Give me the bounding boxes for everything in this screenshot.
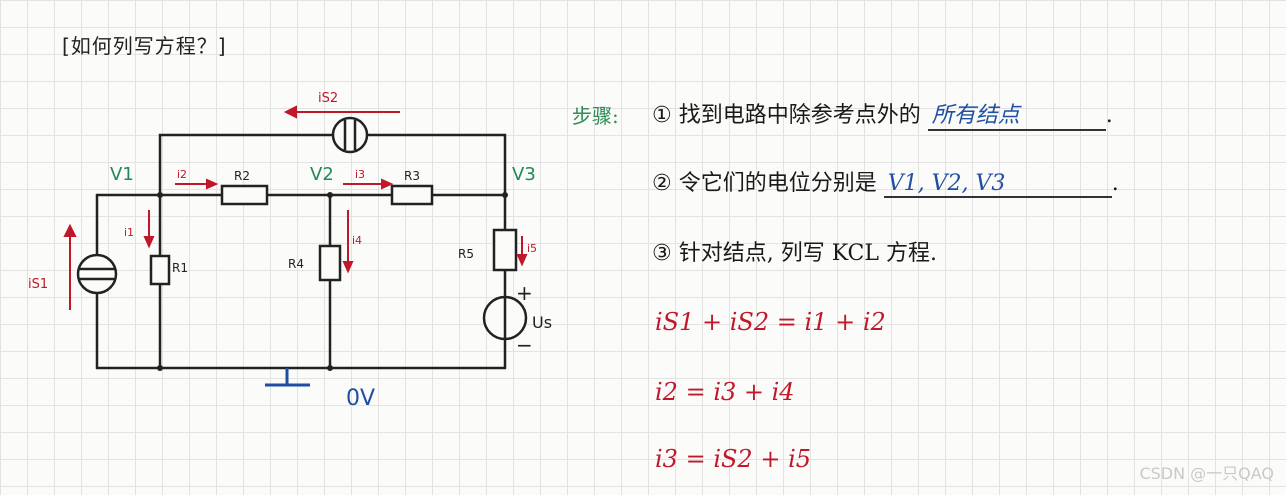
label-i4: i4 bbox=[352, 234, 362, 247]
current-source-is2 bbox=[331, 116, 369, 154]
resistor-r5 bbox=[492, 228, 518, 272]
label-us-plus: + bbox=[516, 281, 533, 305]
step-1-answer: 所有结点 bbox=[927, 97, 1106, 131]
label-i2: i2 bbox=[177, 168, 187, 181]
step-3-number: ③ bbox=[652, 241, 672, 266]
step-1-number: ① bbox=[652, 103, 672, 128]
junction-bottom-left bbox=[157, 365, 163, 371]
resistor-r2 bbox=[220, 184, 269, 206]
resistor-r1 bbox=[149, 254, 171, 286]
label-r2: R2 bbox=[234, 169, 250, 183]
step-1: ① 找到电路中除参考点外的 所有结点. bbox=[652, 97, 1113, 131]
step-1-text: 找到电路中除参考点外的 bbox=[678, 103, 921, 128]
step-2-text: 令它们的电位分别是 bbox=[678, 171, 877, 196]
circuit-diagram: V1 V2 V3 0V iS2 iS1 R1 R2 R3 R4 R5 Us + … bbox=[28, 91, 552, 411]
node-label-v3: V3 bbox=[512, 164, 536, 185]
watermark: CSDN @一只QAQ bbox=[1139, 464, 1274, 483]
label-is2: iS2 bbox=[318, 91, 338, 106]
junction-bottom-mid bbox=[327, 365, 333, 371]
junction-v2 bbox=[327, 192, 333, 198]
label-i3: i3 bbox=[355, 168, 365, 181]
node-label-v1: V1 bbox=[110, 164, 134, 185]
label-us-minus: − bbox=[516, 333, 533, 357]
equation-1: iS1 + iS2 = i1 + i2 bbox=[655, 308, 886, 336]
node-label-v2: V2 bbox=[310, 164, 334, 185]
step-2-number: ② bbox=[652, 171, 672, 196]
label-us: Us bbox=[532, 313, 552, 332]
label-i1: i1 bbox=[124, 226, 134, 239]
voltage-source-us bbox=[482, 295, 528, 341]
equation-2: i2 = i3 + i4 bbox=[655, 378, 795, 406]
current-source-is1 bbox=[76, 253, 118, 295]
label-r5: R5 bbox=[458, 247, 474, 261]
label-i5: i5 bbox=[527, 242, 537, 255]
page-title: [如何列写方程？] bbox=[62, 34, 227, 58]
equation-3: i3 = iS2 + i5 bbox=[655, 445, 812, 473]
step-2-answer: V1, V2, V3 bbox=[883, 171, 1112, 198]
label-r3: R3 bbox=[404, 169, 420, 183]
ground-label: 0V bbox=[346, 386, 375, 411]
label-is1: iS1 bbox=[28, 277, 48, 292]
wire-top bbox=[158, 133, 507, 197]
junction-v3 bbox=[502, 192, 508, 198]
step-3: ③ 针对结点, 列写 KCL 方程. bbox=[652, 235, 937, 267]
label-r4: R4 bbox=[288, 257, 304, 271]
steps-label: 步骤: bbox=[572, 104, 619, 128]
step-2: ② 令它们的电位分别是 V1, V2, V3. bbox=[652, 171, 1119, 198]
junction-v1 bbox=[157, 192, 163, 198]
resistor-r4 bbox=[318, 244, 342, 282]
resistor-r3 bbox=[390, 184, 434, 206]
label-r1: R1 bbox=[172, 261, 188, 275]
step-3-text: 针对结点, 列写 KCL 方程. bbox=[678, 241, 937, 266]
ground-symbol bbox=[265, 368, 310, 387]
